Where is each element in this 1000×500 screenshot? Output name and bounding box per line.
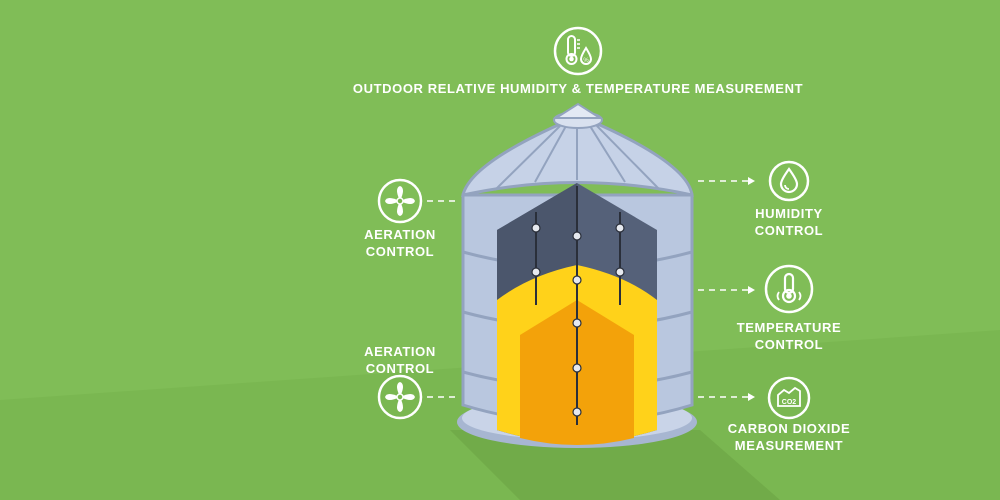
label-line: CONTROL	[754, 223, 824, 238]
sensor-node	[572, 318, 582, 328]
silo-shadow	[450, 430, 780, 500]
svg-text:%: %	[583, 58, 589, 64]
thermometer-droplet-icon: %	[553, 26, 603, 76]
label-line: HUMIDITY	[755, 206, 823, 221]
label-line: AERATION	[364, 227, 436, 242]
arrow-head	[748, 393, 755, 401]
sensor-node	[572, 275, 582, 285]
label-line: AERATION	[364, 344, 436, 359]
connectors	[427, 180, 748, 398]
label-line: MEASUREMENT	[734, 438, 844, 453]
sensor-node	[615, 223, 625, 233]
sensor-node	[531, 267, 541, 277]
droplet-icon	[768, 160, 810, 202]
sensor-node	[531, 223, 541, 233]
roof-seam	[494, 125, 561, 191]
arrow-head	[748, 177, 755, 185]
connector-arrows	[748, 177, 755, 401]
aeration-control-label-top: AERATION CONTROL	[345, 226, 455, 260]
label-line: CONTROL	[754, 337, 824, 352]
label-line: CONTROL	[365, 244, 435, 259]
roof-seam	[534, 125, 567, 183]
label-line: CARBON DIOXIDE	[727, 421, 851, 436]
thermometer-icon	[764, 264, 814, 314]
co2-icon: CO2	[767, 376, 811, 420]
sensor-node	[572, 231, 582, 241]
roof-seam	[589, 125, 626, 183]
sensor-node	[572, 407, 582, 417]
fan-icon	[377, 374, 423, 420]
arrow-head	[748, 286, 755, 294]
fan-icon	[377, 178, 423, 224]
temperature-control-label: TEMPERATURE CONTROL	[714, 319, 864, 353]
sensor-nodes	[531, 223, 625, 417]
roof-seam	[596, 125, 661, 191]
label-line: CONTROL	[365, 361, 435, 376]
humidity-control-label: HUMIDITY CONTROL	[734, 205, 844, 239]
aeration-control-label-bottom: AERATION CONTROL	[345, 343, 455, 377]
sensor-node	[615, 267, 625, 277]
outdoor-measurement-label: OUTDOOR RELATIVE HUMIDITY & TEMPERATURE …	[300, 80, 856, 97]
sensor-node	[572, 363, 582, 373]
roof-vent	[552, 102, 604, 119]
co2-badge-text: CO2	[782, 399, 797, 406]
label-line: TEMPERATURE	[736, 320, 842, 335]
outdoor-measurement-text: OUTDOOR RELATIVE HUMIDITY & TEMPERATURE …	[352, 81, 804, 96]
carbon-dioxide-measurement-label: CARBON DIOXIDE MEASUREMENT	[714, 420, 864, 454]
